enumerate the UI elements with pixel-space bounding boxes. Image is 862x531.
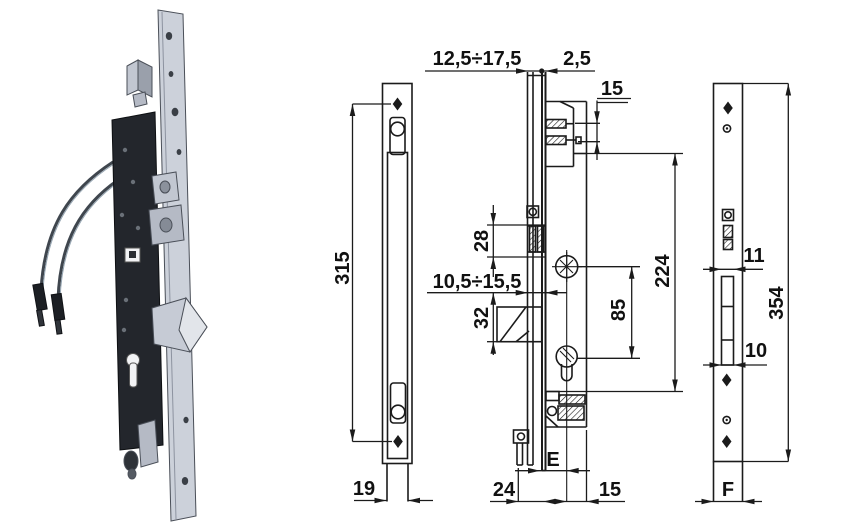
bottom-mechanism <box>512 390 586 466</box>
dim-label-latch-height: 32 <box>471 307 493 329</box>
side-view <box>496 72 588 502</box>
dim-label-case-back-depth: 15 <box>599 479 621 501</box>
side-view-dimensions <box>425 68 683 503</box>
countersunk-screw-top <box>723 101 733 115</box>
dim-label-case-front-depth: 24 <box>493 479 516 501</box>
bottom-roller-3d <box>123 419 159 480</box>
faceplate-holes-3d <box>165 32 189 485</box>
dim-label-hook-height: 15 <box>601 78 623 100</box>
wire-cables <box>39 160 120 301</box>
back-plate-outline <box>712 82 744 463</box>
hook-assembly <box>545 100 588 154</box>
dim-label-plate-length: 354 <box>766 285 788 319</box>
small-hole-bottom <box>722 415 732 425</box>
dim-label-deadbolt-pin: 28 <box>471 230 493 252</box>
bottom-roller-hole <box>390 404 406 420</box>
case-holes <box>119 147 141 333</box>
dim-label-faceplate-width-f: F <box>722 479 734 501</box>
dim-label-screw-distance: 315 <box>332 251 354 284</box>
small-hole-top <box>722 124 732 133</box>
faceplate-3d <box>157 9 197 522</box>
countersunk-screw-mid <box>721 373 732 387</box>
faceplate-outline <box>381 82 413 465</box>
bottom-screw-plate <box>389 382 407 424</box>
dim-label-backset-e: E <box>546 449 559 471</box>
dim-label-slot-width-top: 11 <box>743 245 764 267</box>
top-screw-plate <box>389 116 406 156</box>
wedge-latch <box>496 306 543 343</box>
dim-label-adjust-range: 10,5÷15,5 <box>433 271 522 293</box>
dim-label-backset-range: 12,5÷17,5 <box>433 48 522 70</box>
cylinder-hole-3d <box>126 353 140 388</box>
dim-label-plate-thickness: 2,5 <box>563 48 591 70</box>
front-view <box>381 82 413 502</box>
dimension-labels: 12,5÷17,5 2,5 15 315 28 10,5÷15,5 32 85 … <box>332 48 788 501</box>
countersunk-screw-bottom <box>721 435 732 448</box>
dim-label-faceplate-width-19: 19 <box>353 478 375 500</box>
dim-label-slot-width-bottom: 10 <box>745 340 767 362</box>
wedge-bolt-3d <box>151 296 208 353</box>
strip-roller-detail <box>526 205 540 219</box>
lock-case-3d <box>111 111 164 451</box>
lock-3d-illustration <box>32 9 208 522</box>
dim-dot-terminator <box>539 68 545 74</box>
back-view <box>712 82 744 502</box>
dim-label-cylinder-to-follower: 85 <box>608 299 630 321</box>
mid-detail <box>721 208 735 251</box>
top-bracket-3d <box>126 59 153 108</box>
countersunk-screw-bottom <box>393 435 403 448</box>
faceplate-channel <box>386 151 409 460</box>
wire-connectors <box>32 282 66 335</box>
dim-label-case-length: 224 <box>652 253 674 287</box>
dimension-arrowheads <box>349 68 792 505</box>
deadbolt-pin-bars <box>528 225 546 253</box>
countersunk-screw-top <box>392 97 403 111</box>
lock-case-outline <box>545 152 588 428</box>
latch-blocks-3d <box>148 171 185 246</box>
dim-screw-distance <box>351 103 392 443</box>
bolt-slot <box>720 275 735 366</box>
top-roller-hole <box>389 121 406 137</box>
